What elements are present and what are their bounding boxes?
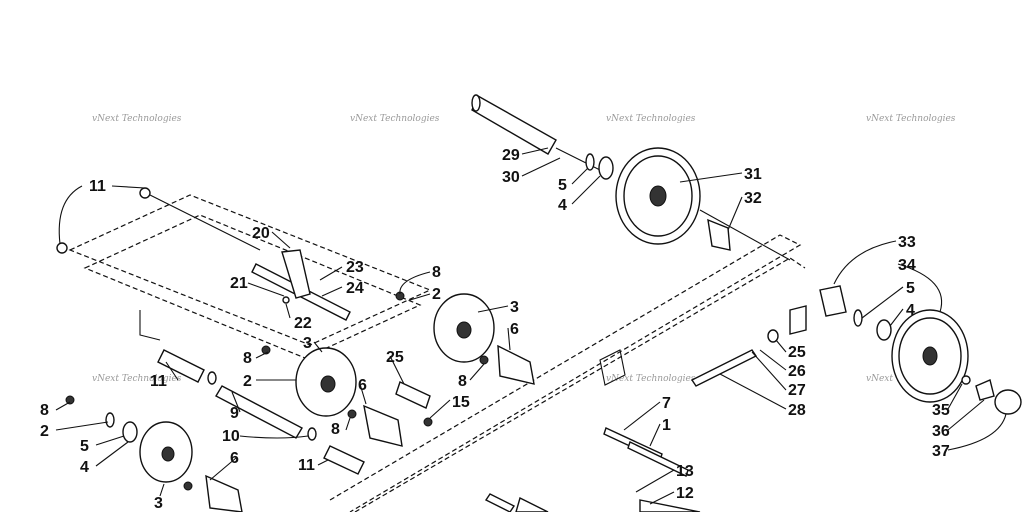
callout-label: 23 bbox=[346, 259, 364, 276]
lower-tube-assembly bbox=[157, 349, 433, 475]
callout-label: 11 bbox=[89, 178, 106, 195]
callout-label: 6 bbox=[230, 450, 239, 467]
lower-left-wheel-assembly bbox=[65, 395, 243, 512]
callout-label: 4 bbox=[80, 459, 89, 476]
callout-label: 4 bbox=[558, 197, 567, 214]
callout-label: 8 bbox=[40, 402, 49, 419]
callout-label: 11 bbox=[298, 457, 315, 474]
callout-label: 12 bbox=[676, 485, 694, 502]
watermark-text: vNext Technologies bbox=[606, 114, 696, 124]
callout-label: 31 bbox=[744, 166, 762, 183]
callout-label: 29 bbox=[502, 147, 520, 164]
callout-label: 30 bbox=[502, 169, 520, 186]
callout-label: 26 bbox=[788, 363, 806, 380]
callout-label: 3 bbox=[154, 495, 163, 512]
callout-label: 27 bbox=[788, 382, 806, 399]
center-wheel-assembly bbox=[395, 291, 535, 385]
callout-label: 3 bbox=[303, 335, 312, 352]
upper-idler-assembly bbox=[471, 94, 791, 261]
watermark-text: vNext Technologies bbox=[866, 114, 956, 124]
callout-label: 7 bbox=[662, 395, 671, 412]
callout-label: 5 bbox=[906, 280, 915, 297]
callout-label: 9 bbox=[230, 405, 239, 422]
left-center-wheel-assembly bbox=[261, 345, 431, 447]
watermarks: vNext Technologies vNext Technologies vN… bbox=[92, 114, 956, 384]
callout-label: 32 bbox=[744, 190, 762, 207]
callout-label: 36 bbox=[932, 423, 950, 440]
callout-label: 5 bbox=[558, 177, 567, 194]
callout-label: 8 bbox=[243, 350, 252, 367]
callout-label: 8 bbox=[458, 373, 467, 390]
callout-label: 21 bbox=[230, 275, 248, 292]
callout-label: 8 bbox=[331, 421, 340, 438]
callout-label: 20 bbox=[252, 225, 270, 242]
callout-label: 11 bbox=[150, 373, 167, 390]
callout-label: 1 bbox=[662, 417, 671, 434]
callout-label: 34 bbox=[898, 257, 916, 274]
right-rail bbox=[329, 234, 806, 512]
bolt-set bbox=[484, 427, 701, 512]
callout-label: 2 bbox=[432, 286, 441, 303]
watermark-text: vNext Technologies bbox=[606, 374, 696, 384]
callout-label: 4 bbox=[906, 302, 915, 319]
callout-label: 6 bbox=[358, 377, 367, 394]
right-idler-assembly bbox=[690, 285, 1022, 415]
watermark-text: vNext Technologies bbox=[350, 114, 440, 124]
callout-label: 25 bbox=[386, 349, 404, 366]
callout-label: 33 bbox=[898, 234, 916, 251]
callout-label: 10 bbox=[222, 428, 240, 445]
callout-label: 2 bbox=[243, 373, 252, 390]
callout-label: 13 bbox=[676, 463, 694, 480]
leader-lines bbox=[55, 147, 1007, 505]
left-rail bbox=[68, 194, 432, 359]
callout-label: 24 bbox=[346, 280, 364, 297]
center-shaft-assembly bbox=[56, 187, 351, 321]
callout-label: 8 bbox=[432, 264, 441, 281]
watermark-text: vNext Technologies bbox=[92, 374, 182, 384]
callout-label: 15 bbox=[452, 394, 470, 411]
callout-label: 22 bbox=[294, 315, 312, 332]
callout-label: 5 bbox=[80, 438, 89, 455]
callout-label: 35 bbox=[932, 402, 950, 419]
callout-label: 3 bbox=[510, 299, 519, 316]
callout-labels: 11 20 21 22 23 24 29 30 5 4 31 32 33 34 … bbox=[40, 147, 950, 512]
callout-label: 28 bbox=[788, 402, 806, 419]
watermark-text: vNext Technologies bbox=[92, 114, 182, 124]
callout-label: 25 bbox=[788, 344, 806, 361]
callout-label: 6 bbox=[510, 321, 519, 338]
callout-label: 37 bbox=[932, 443, 950, 460]
callout-label: 2 bbox=[40, 423, 49, 440]
